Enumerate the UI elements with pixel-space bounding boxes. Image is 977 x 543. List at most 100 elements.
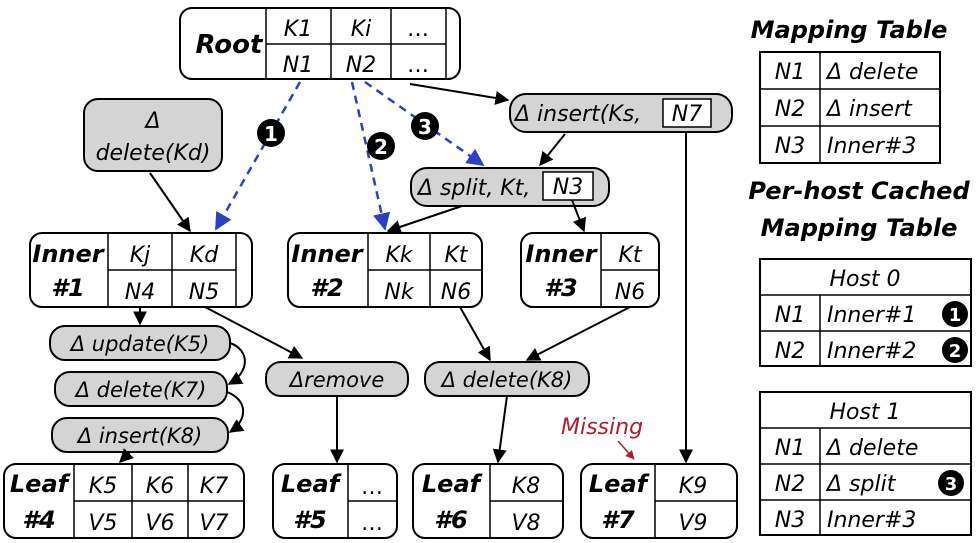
svg-text:Leaf: Leaf: [10, 470, 71, 498]
svg-text:Inner: Inner: [525, 240, 598, 268]
svg-text:Inner#3: Inner#3: [827, 134, 916, 159]
dashed-arrow-1: [214, 81, 302, 231]
svg-text:1: 1: [264, 122, 278, 146]
svg-text:#2: #2: [310, 274, 343, 302]
svg-text:Δ delete(K8): Δ delete(K8): [440, 368, 573, 392]
arrow-delete-to-inner1: [149, 172, 191, 233]
svg-text:Nk: Nk: [384, 280, 414, 305]
svg-text:Δ split: Δ split: [825, 472, 897, 497]
missing-label: Missing: [561, 415, 643, 440]
svg-text:Δ update(K5): Δ update(K5): [69, 332, 210, 356]
svg-text:…: …: [361, 511, 383, 536]
svg-text:#5: #5: [293, 506, 326, 534]
mapping-table-title: Mapping Table: [751, 16, 948, 44]
svg-text:K8: K8: [512, 474, 540, 499]
step-marker-3: 3: [411, 112, 439, 140]
svg-text:N1: N1: [775, 436, 805, 461]
inner-node-3: Inner #3 Kt N6: [520, 232, 660, 308]
svg-text:K9: K9: [679, 474, 707, 499]
root-key-2: Ki: [351, 17, 372, 42]
host1-table: Host 1 N1 Δ delete N2 Δ split 3 N3 Inner…: [759, 391, 972, 536]
arrow-split-to-inner2: [386, 205, 463, 234]
svg-text:V6: V6: [145, 511, 174, 536]
svg-text:#3: #3: [544, 274, 577, 302]
delta-split-kt: Δ split, Kt, N3: [410, 167, 610, 207]
svg-text:Δremove: Δremove: [288, 368, 385, 392]
root-key-3: …: [407, 17, 429, 42]
host0-marker-1: [942, 301, 968, 327]
svg-text:Inner: Inner: [32, 240, 105, 268]
svg-text:N1: N1: [775, 303, 805, 328]
root-ptr-2: N2: [346, 53, 376, 78]
svg-text:K7: K7: [200, 474, 228, 499]
root-ptr-3: …: [407, 53, 429, 78]
svg-text:Leaf: Leaf: [281, 470, 342, 498]
svg-text:Δ delete: Δ delete: [825, 436, 918, 461]
leaf-node-5: Leaf #5 … …: [272, 463, 398, 539]
svg-text:Leaf: Leaf: [422, 470, 483, 498]
leaf-node-4: Leaf #4 K5 K6 K7 V5 V6 V7: [3, 463, 245, 539]
delta-delete-k8: Δ delete(K8): [424, 361, 590, 397]
leaf-node-7: Leaf #7 K9 V9: [580, 463, 738, 539]
root-key-1: K1: [284, 17, 312, 42]
svg-text:Kd: Kd: [190, 243, 219, 268]
arrow-insert-to-leaf4: [119, 448, 134, 463]
arrow-split-to-inner3: [571, 199, 586, 233]
svg-text:V8: V8: [511, 511, 540, 536]
svg-text:V5: V5: [88, 511, 117, 536]
svg-text:#4: #4: [22, 506, 55, 534]
svg-text:V7: V7: [199, 511, 228, 536]
svg-text:Inner#3: Inner#3: [827, 508, 916, 533]
inner-node-2: Inner #2 Kk Kt Nk N6: [287, 232, 483, 308]
delta-update-k5: Δ update(K5): [49, 325, 231, 361]
step-marker-1: 1: [257, 119, 285, 147]
svg-text:3: 3: [418, 115, 432, 139]
svg-text:Inner: Inner: [291, 240, 364, 268]
root-ptr-1: N1: [283, 53, 313, 78]
svg-text:#1: #1: [51, 274, 84, 302]
svg-text:1: 1: [949, 305, 962, 326]
split-kt-pointer: N3: [553, 175, 583, 200]
arrow-delete-to-leaf6: [492, 395, 508, 464]
svg-text:…: …: [361, 475, 383, 500]
solid-arrows: [119, 83, 693, 464]
svg-text:3: 3: [945, 474, 958, 495]
svg-text:N1: N1: [775, 60, 805, 85]
svg-text:N3: N3: [775, 134, 805, 159]
svg-text:Inner#2: Inner#2: [827, 339, 916, 364]
svg-text:Kt: Kt: [444, 243, 468, 268]
svg-text:2: 2: [374, 135, 388, 159]
svg-text:Kt: Kt: [618, 243, 642, 268]
host0-marker-2: [942, 337, 968, 363]
svg-text:N6: N6: [441, 280, 471, 305]
delta-delete-k7: Δ delete(K7): [54, 371, 228, 407]
arrow-delete-to-insert: [226, 391, 245, 433]
cached-mapping-table: Per-host Cached Mapping Table Host 0 N1 …: [748, 177, 972, 536]
svg-text:Δ insert: Δ insert: [825, 97, 913, 122]
host1-marker-3: [938, 470, 964, 496]
svg-text:Δ insert(Ks,: Δ insert(Ks,: [513, 102, 641, 127]
host1-name: Host 1: [829, 400, 900, 425]
svg-text:Δ insert(K8): Δ insert(K8): [76, 424, 202, 448]
svg-text:N3: N3: [775, 508, 805, 533]
delta-insert-ks: Δ insert(Ks, N7: [509, 93, 733, 133]
arrow-inner3-to-delete: [525, 306, 631, 361]
svg-text:K5: K5: [89, 474, 117, 499]
svg-text:Inner#1: Inner#1: [827, 303, 916, 328]
svg-text:Δ delete: Δ delete: [825, 60, 918, 85]
svg-text:Δ delete(K7): Δ delete(K7): [74, 378, 207, 402]
svg-text:Kj: Kj: [130, 243, 151, 268]
dashed-arrow-2: [350, 81, 391, 231]
svg-text:N2: N2: [775, 339, 805, 364]
cached-table-title-line2: Mapping Table: [761, 214, 958, 242]
delta-insert-k8: Δ insert(K8): [51, 417, 229, 453]
svg-text:Δ: Δ: [143, 109, 160, 134]
insert-ks-pointer: N7: [672, 102, 702, 127]
svg-text:V9: V9: [678, 511, 707, 536]
svg-text:Kk: Kk: [385, 243, 413, 268]
svg-text:Δ split, Kt,: Δ split, Kt,: [416, 176, 530, 201]
step-marker-2: 2: [367, 132, 395, 160]
arrow-inner2-to-delete: [459, 306, 491, 362]
inner-node-1: Inner #1 Kj Kd N4 N5: [29, 232, 253, 308]
root-title: Root: [196, 30, 264, 60]
